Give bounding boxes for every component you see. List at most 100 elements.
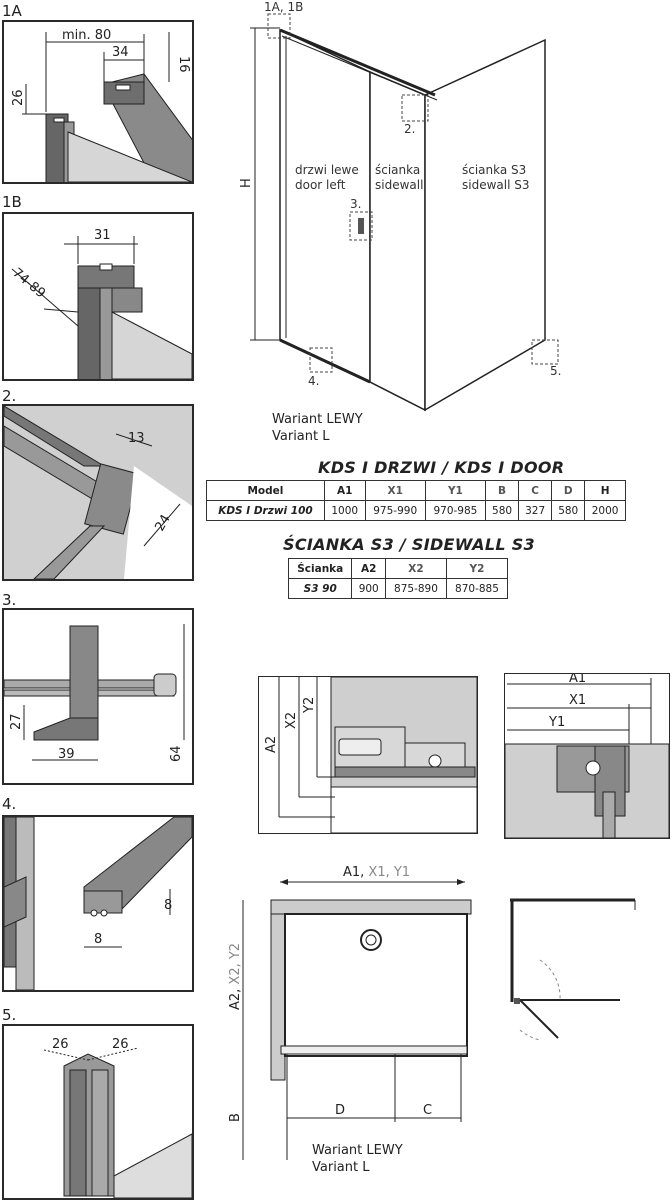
- door-td-model: KDS I Drzwi 100: [206, 500, 325, 521]
- detail-label-1b: 1B: [2, 193, 22, 211]
- dim-26-right: 26: [112, 1037, 129, 1052]
- detail-5-drawing: 26 26: [43, 1037, 192, 1198]
- door-td-h: 2000: [584, 500, 626, 521]
- sw-td-y2: 870-885: [445, 578, 509, 599]
- section-a1-drawing: A1 X1 Y1: [505, 674, 669, 838]
- dim-8-horizontal: 8: [94, 932, 102, 947]
- detail-2-panel: 13 24: [2, 404, 194, 581]
- main-enclosure-view: H 1A, 1B 2. 3. 4. 5. drzwi lewe door lef…: [239, 0, 561, 412]
- plan-dim-a1: A1, X1, Y1: [343, 865, 410, 880]
- door-td-c: 327: [518, 500, 553, 521]
- sw-th-x2: X2: [384, 558, 447, 579]
- door-th-b: B: [485, 480, 520, 501]
- detail-label-1a: 1A: [2, 2, 22, 20]
- section-a2-drawing: A2 X2 Y2: [264, 677, 477, 833]
- plan-variant-label: Wariant LEWY Variant L: [312, 1142, 403, 1176]
- sidewall-pl: ścianka: [375, 163, 420, 177]
- x1-dim: X1: [569, 693, 586, 708]
- door-table-header-row: Model A1 X1 Y1 B C D H: [206, 480, 626, 501]
- dim-39: 39: [58, 747, 75, 762]
- dim-31: 31: [94, 228, 111, 243]
- plan-dim-c: C: [423, 1103, 432, 1118]
- dim-24: 24: [152, 512, 173, 534]
- plan-variant-pl: Wariant LEWY: [312, 1143, 403, 1158]
- dim-74-89: 74-89: [9, 266, 48, 302]
- detail-1b-drawing: 31 74-89: [9, 228, 192, 379]
- callout-3: 3.: [350, 197, 361, 211]
- door-th-d: D: [551, 480, 586, 501]
- a1-dim: A1: [569, 674, 586, 686]
- dim-27: 27: [9, 713, 24, 730]
- plan-variant-en: Variant L: [312, 1160, 370, 1175]
- s3-en: sidewall S3: [462, 178, 530, 192]
- callout-4: 4.: [308, 374, 319, 388]
- door-td-b: 580: [485, 500, 520, 521]
- door-spec-table: Model A1 X1 Y1 B C D H KDS I Drzwi 100 1…: [206, 480, 626, 521]
- door-th-h: H: [584, 480, 626, 501]
- sw-td-a2: 900: [351, 578, 386, 599]
- main-variant-label: Wariant LEWY Variant L: [272, 411, 363, 445]
- dim-26-left: 26: [52, 1037, 69, 1052]
- dim-8-vertical: 8: [164, 898, 172, 913]
- door-td-a1: 1000: [323, 500, 366, 521]
- dim-h: H: [239, 178, 254, 188]
- door-td-d: 580: [551, 500, 586, 521]
- y1-dim: Y1: [548, 715, 565, 730]
- door-td-y1: 970-985: [424, 500, 487, 521]
- y2-dim: Y2: [302, 697, 317, 714]
- main-variant-en: Variant L: [272, 429, 330, 444]
- detail-1a-drawing: min. 80 34 16 26: [11, 28, 192, 182]
- swing-plan: [510, 898, 636, 1041]
- detail-2-drawing: 13 24: [4, 406, 192, 579]
- door-left-en: door left: [295, 178, 346, 192]
- door-th-c: C: [518, 480, 553, 501]
- door-table-title: KDS I DRZWI / KDS I DOOR: [318, 458, 565, 477]
- door-left-pl: drzwi lewe: [295, 163, 359, 177]
- door-table-row: KDS I Drzwi 100 1000 975-990 970-985 580…: [206, 500, 626, 521]
- detail-label-5: 5.: [2, 1006, 17, 1024]
- plan-view: A1, X1, Y1 A2, X2, Y2 B D C: [228, 865, 472, 1160]
- door-th-x1: X1: [364, 480, 426, 501]
- sidewall-table-row: S3 90 900 875-890 870-885: [287, 578, 509, 599]
- callout-1a-1b: 1A, 1B: [264, 0, 303, 14]
- s3-pl: ścianka S3: [462, 163, 526, 177]
- door-th-model: Model: [206, 480, 325, 501]
- callout-5: 5.: [550, 364, 561, 378]
- detail-4-drawing: 8 8: [4, 817, 192, 990]
- detail-3-panel: 27 39 64: [2, 608, 194, 785]
- detail-label-3: 3.: [2, 591, 17, 609]
- plan-dim-a2: A2, X2, Y2: [228, 943, 243, 1010]
- dim-min80: min. 80: [62, 28, 111, 43]
- sw-td-model: S3 90: [287, 578, 353, 599]
- sidewall-table-title: ŚCIANKA S3 / SIDEWALL S3: [283, 535, 535, 554]
- dim-13: 13: [128, 431, 145, 446]
- x2-dim: X2: [284, 712, 299, 729]
- dim-26: 26: [11, 89, 26, 106]
- door-td-x1: 975-990: [364, 500, 426, 521]
- dim-64: 64: [169, 745, 184, 762]
- sidewall-en: sidewall: [375, 178, 423, 192]
- sw-td-x2: 875-890: [384, 578, 447, 599]
- detail-5-panel: 26 26: [2, 1024, 194, 1200]
- sidewall-s3-panel: [424, 38, 546, 412]
- sidewall-table-header-row: Ścianka A2 X2 Y2: [287, 558, 509, 579]
- door-th-a1: A1: [323, 480, 366, 501]
- dim-16: 16: [176, 56, 191, 73]
- sw-th-a2: A2: [351, 558, 386, 579]
- detail-1a-panel: min. 80 34 16 26: [2, 20, 194, 184]
- section-a2-panel: A2 X2 Y2: [258, 676, 478, 834]
- a2-dim: A2: [264, 736, 279, 753]
- detail-3-drawing: 27 39 64: [4, 624, 185, 762]
- detail-4-panel: 8 8: [2, 815, 194, 992]
- plan-dim-d: D: [335, 1103, 345, 1118]
- main-variant-pl: Wariant LEWY: [272, 412, 363, 427]
- callout-2: 2.: [404, 122, 415, 136]
- detail-1b-panel: 31 74-89: [2, 212, 194, 381]
- sw-th-y2: Y2: [445, 558, 509, 579]
- detail-label-2: 2.: [2, 387, 17, 405]
- dim-34: 34: [112, 45, 129, 60]
- detail-label-4: 4.: [2, 795, 17, 813]
- section-a1-panel: A1 X1 Y1: [504, 673, 670, 839]
- sw-th-model: Ścianka: [287, 558, 353, 579]
- sidewall-panel: [369, 70, 426, 412]
